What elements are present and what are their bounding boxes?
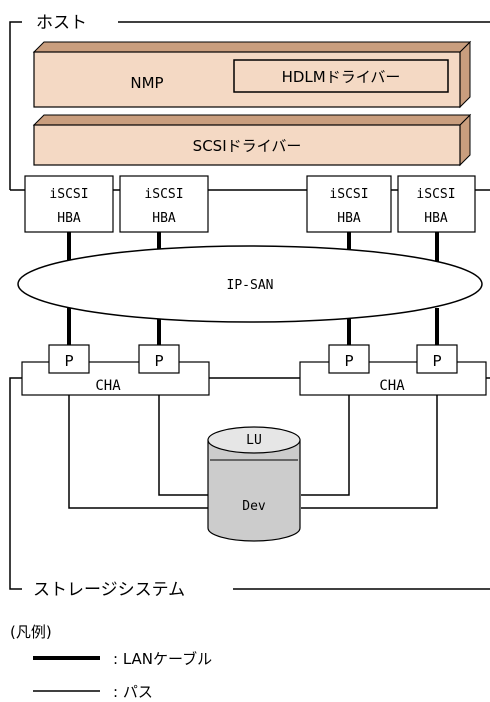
ip-san-label: IP-SAN [227,278,274,293]
port-4: P [416,344,458,374]
cha-label: CHA [379,378,405,394]
hba-4: iSCSI HBA [397,175,476,233]
hdlm-driver-label: HDLMドライバー [282,68,401,86]
hba-label: iSCSI [329,187,368,202]
port-3: P [328,344,370,374]
scsi-driver-label: SCSIドライバー [193,137,302,155]
storage-boundary [9,377,490,590]
nmp-driver: NMP HDLMドライバー [32,40,472,109]
hba-label: HBA [424,211,448,226]
port-label: P [432,352,441,370]
legend: (凡例) : LANケーブル : パス [10,623,212,701]
ip-san: IP-SAN [17,245,483,323]
storage-device-cylinder: LU Dev [207,426,301,542]
legend-title: (凡例) [10,623,52,641]
paths [68,370,438,509]
host-boundary [9,21,490,191]
port-label: P [154,352,163,370]
cha-2: CHA [299,361,487,396]
hba-2: iSCSI HBA [119,175,209,233]
port-label: P [344,352,353,370]
legend-lan-cable-label: : LANケーブル [113,650,212,668]
hba-label: HBA [57,211,81,226]
hba-label: iSCSI [416,187,455,202]
nmp-label: NMP [130,74,163,92]
scsi-driver: SCSIドライバー [32,113,472,167]
hba-label: HBA [152,211,176,226]
hba-label: HBA [337,211,361,226]
cha-label: CHA [95,378,121,394]
hdlm-driver-box: HDLMドライバー [233,59,449,93]
hba-1: iSCSI HBA [24,175,114,233]
storage-label: ストレージシステム [33,580,185,600]
hba-3: iSCSI HBA [306,175,392,233]
dev-label: Dev [242,499,266,514]
legend-path-label: : パス [113,683,153,701]
port-1: P [48,344,90,374]
port-2: P [138,344,180,374]
hba-label: iSCSI [49,187,88,202]
host-label: ホスト [36,13,87,33]
hba-label: iSCSI [144,187,183,202]
lu-label: LU [246,433,262,448]
port-label: P [64,352,73,370]
